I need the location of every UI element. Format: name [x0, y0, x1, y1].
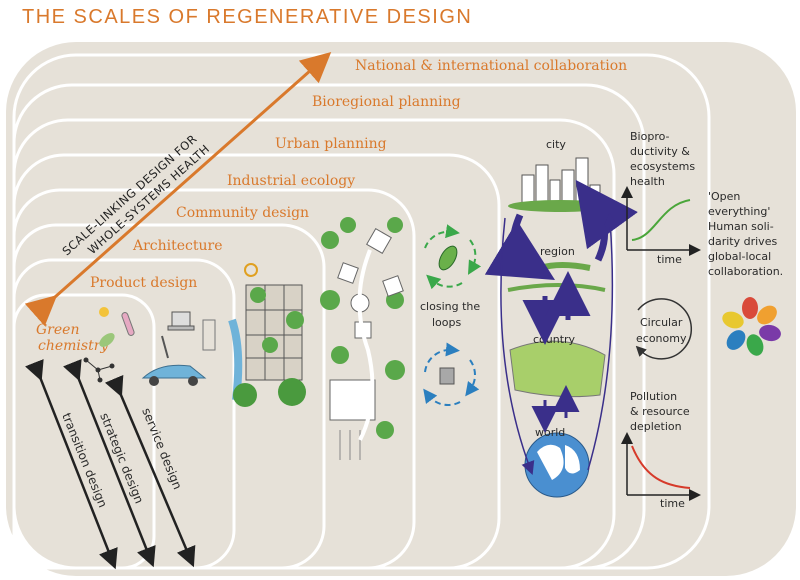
label-product: Product design	[90, 275, 197, 291]
label-region: region	[540, 245, 575, 258]
label-country: country	[533, 333, 576, 346]
bioproductivity-label: Biopro- ductivity & ecosystems health	[630, 130, 699, 188]
hands-circle-icon	[722, 297, 781, 356]
closing-loops-blue	[423, 342, 480, 407]
graph2-time-label: time	[660, 497, 685, 510]
community-design-illustration	[320, 217, 405, 460]
label-architecture: Architecture	[132, 238, 223, 254]
closing-loops-label: closing the loops	[420, 300, 484, 329]
label-city: city	[546, 138, 566, 151]
open-everything-label: 'Open everything' Human soli- darity dri…	[708, 190, 783, 278]
label-urban: Urban planning	[275, 136, 387, 152]
label-bioregional: Bioregional planning	[312, 94, 461, 110]
closing-loops-green	[424, 224, 482, 290]
scale-linking-arrow	[24, 52, 332, 327]
pollution-graph	[621, 432, 701, 501]
circular-economy-icon	[635, 298, 693, 360]
design-approach-arrows	[25, 359, 196, 570]
scale-arrows	[484, 179, 638, 476]
pollution-label: Pollution & resource depletion	[630, 390, 693, 433]
label-world: world	[535, 426, 565, 439]
label-community: Community design	[176, 205, 309, 221]
graph1-time-label: time	[657, 253, 682, 266]
page-title: THE SCALES OF REGENERATIVE DESIGN	[22, 6, 473, 28]
architecture-illustration	[228, 263, 306, 407]
bioproductivity-graph	[621, 186, 701, 256]
label-industrial: Industrial ecology	[227, 173, 355, 189]
circular-economy-label: Circular economy	[636, 316, 687, 345]
label-national: National & international collaboration	[355, 58, 627, 74]
